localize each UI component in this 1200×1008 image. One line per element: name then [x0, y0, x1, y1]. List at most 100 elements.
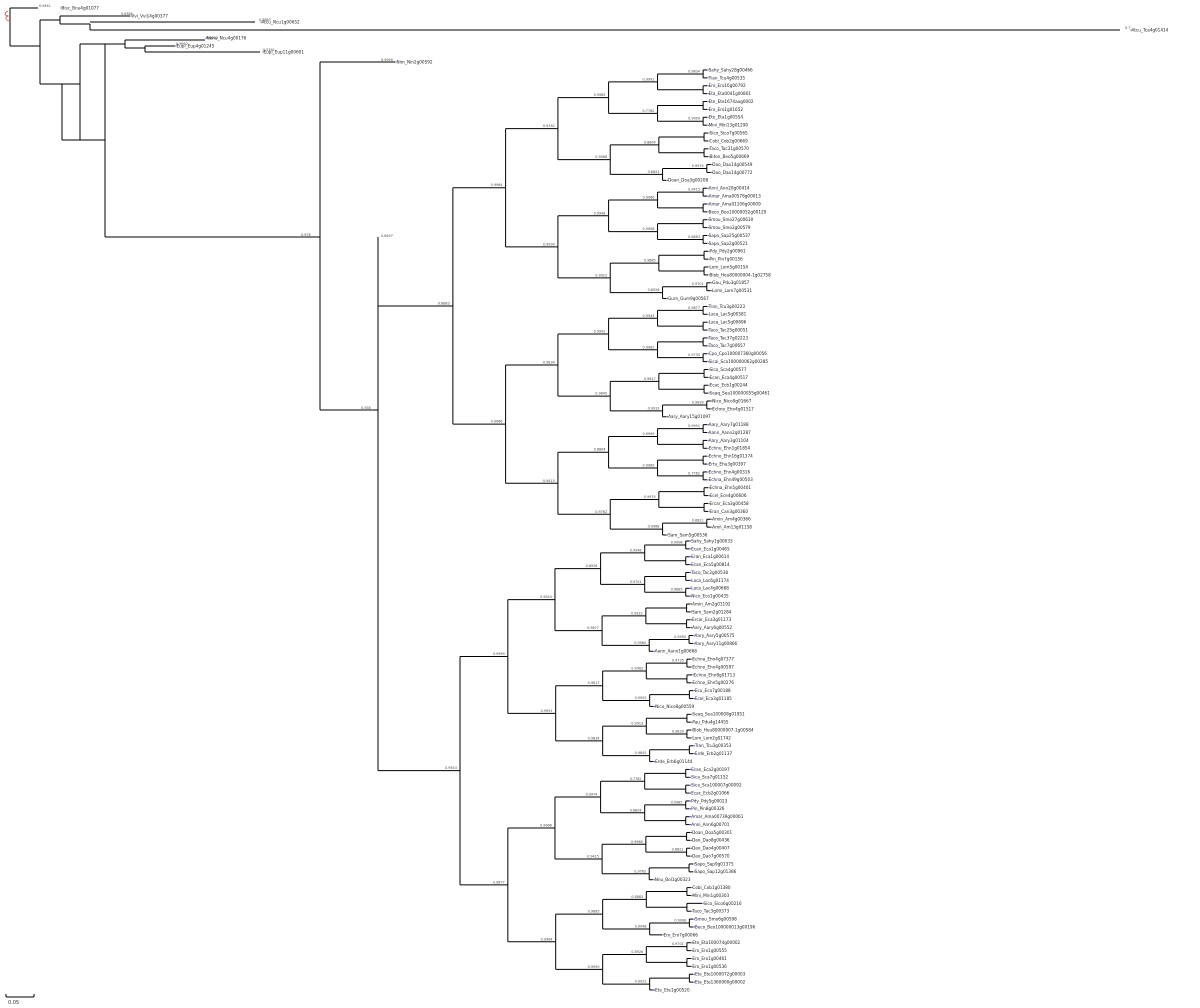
- leaf-node-dot: [691, 666, 693, 668]
- leaf-node-dot: [707, 100, 709, 103]
- leaf-label: Tran_Tcu4g00535: [708, 75, 746, 80]
- leaf-node-dot: [690, 855, 693, 857]
- leaf-node-dot: [690, 540, 692, 542]
- support-value: 0.7762: [688, 471, 700, 475]
- leaf-node-dot: [708, 266, 710, 268]
- leaf-node-dot: [708, 376, 710, 378]
- leaf-label: Dao_Dao14g00549: [712, 162, 752, 167]
- leaf-label: Ertu_Eha3g00397: [709, 461, 747, 466]
- root-marker-icon: [4, 10, 10, 22]
- leaf-label: Aann_Aann1g00668: [655, 649, 698, 654]
- support-value: 0.558: [361, 406, 371, 410]
- leaf-node-dot: [690, 816, 692, 818]
- leaf-node-dot: [691, 965, 693, 967]
- leaf-node-dot: [691, 658, 693, 660]
- leaf-label: Echna_Ehn5g00401: [710, 485, 752, 490]
- support-value: 0.9966: [540, 824, 552, 828]
- leaf-label: Nico_Nico8g00559: [655, 704, 694, 709]
- leaf-label: Sahy_Sahy28g00466: [709, 67, 753, 72]
- leaf-label: Pdy_Pdy5g00023: [691, 798, 727, 803]
- leaf-node-dot: [708, 510, 710, 512]
- leaf-label: Sica_Sca7g01152: [691, 775, 728, 780]
- support-value: 0.9415: [688, 188, 700, 192]
- support-value: 0.9964: [634, 641, 646, 645]
- support-value: 0.9834: [688, 69, 700, 73]
- leaf-node-dot: [711, 408, 713, 410]
- leaf-node-dot: [691, 713, 693, 715]
- leaf-node-dot: [690, 792, 692, 794]
- leaf-node-dot: [690, 611, 693, 613]
- support-value: 0.9913: [631, 722, 643, 726]
- leaf-node-dot: [708, 156, 710, 158]
- leaf-label: Pdy_Pdy2g00961: [710, 249, 746, 254]
- leaf-node-dot: [711, 282, 713, 284]
- support-value: 0.9885: [644, 259, 656, 263]
- leaf-node-dot: [693, 981, 695, 983]
- leaf-node-dot: [654, 705, 656, 708]
- leaf-label: Ete_Eta1g00554: [709, 115, 744, 120]
- support-value: 0.9962: [631, 666, 643, 670]
- leaf-node-dot: [707, 242, 709, 244]
- leaf-label: Aary_Aary7g01188: [709, 422, 749, 427]
- leaf-label: Ero_Ero1g01652: [709, 107, 744, 112]
- leaf-label: Atcu_Ncu1g00652: [262, 19, 301, 24]
- support-value: 0.9762: [595, 510, 607, 514]
- leaf-label: Aann_Aann2g01287: [709, 430, 752, 435]
- leaf-node-dot: [707, 234, 709, 237]
- leaf-label: Pin_Pin7g00156: [710, 257, 744, 262]
- support-value: 0.7762: [630, 777, 642, 781]
- support-value: 0.9992: [635, 696, 647, 700]
- support-value: 0.9735: [672, 659, 684, 663]
- leaf-label: Taco_Tac31g00570: [709, 146, 750, 151]
- leaf-label: Smou_Smo27g00630: [709, 217, 754, 222]
- support-value: 0.9948: [630, 548, 642, 552]
- leaf-label: Ecan_Eca5g00814: [691, 562, 730, 567]
- support-value: 0.9999: [643, 432, 655, 436]
- leaf-node-dot: [693, 753, 695, 755]
- leaf-node-dot: [693, 745, 695, 747]
- leaf-node-dot: [666, 297, 669, 300]
- leaf-label: Eupl_Eup11g00601: [264, 49, 305, 54]
- leaf-label: Pau_Pdu4g14455: [692, 720, 728, 725]
- leaf-node-dot: [691, 729, 693, 731]
- leaf-label: Laca_Lac5g00581: [709, 312, 747, 317]
- leaf-label: Sica_Sca4g00577: [710, 367, 747, 372]
- leaf-node-dot: [707, 305, 709, 308]
- leaf-node-dot: [690, 564, 692, 566]
- leaf-label: Amar_Ama00739g00061: [691, 814, 743, 819]
- leaf-node-dot: [691, 886, 693, 889]
- leaf-node-dot: [707, 353, 709, 355]
- leaf-label: Ero_Ero16g00792: [709, 83, 746, 88]
- leaf-node-dot: [60, 7, 62, 9]
- leaf-node-dot: [708, 274, 710, 276]
- support-value: 0.9543: [540, 595, 552, 599]
- support-value: 0.9692: [176, 42, 188, 46]
- leaf-label: Ero_Ero1g00461: [692, 956, 727, 961]
- support-value: 0.5391: [263, 48, 275, 52]
- leaf-node-dot: [708, 258, 710, 260]
- support-value: 0.9974: [586, 793, 598, 797]
- support-value: 0.9991: [688, 424, 700, 428]
- leaf-label: Dao_Dao7g00570: [692, 853, 730, 858]
- leaf-node-dot: [711, 526, 713, 528]
- support-value: 0.9845: [635, 751, 647, 755]
- support-values: 0.94410.63800.58870.70.68020.96920.53910…: [39, 4, 1130, 984]
- leaf-node-dot: [691, 721, 693, 723]
- support-value: 0.9762: [543, 124, 555, 128]
- support-value: 0.9985: [671, 800, 683, 804]
- leaf-label: Ecan_Eca4g00517: [710, 375, 749, 380]
- support-value: 0.9735: [688, 353, 700, 357]
- leaf-label: Aary_Aary15g01097: [668, 414, 711, 419]
- leaf-node-dot: [653, 879, 655, 881]
- support-value: 0.9877: [688, 306, 700, 310]
- leaf-label: Lom_Lom5g00154: [710, 264, 749, 269]
- support-value: 0.9762: [634, 869, 646, 873]
- leaf-node-dot: [653, 650, 655, 652]
- leaf-label: Dao_Dao4g00407: [692, 846, 730, 851]
- leaf-label: Taco_Tac2g00538: [690, 570, 728, 575]
- support-value: 0.9968: [631, 840, 643, 844]
- leaf-label: Erde_Erb2g01137: [695, 751, 733, 756]
- support-value: 0.9908: [671, 540, 683, 544]
- leaf-node-dot: [691, 910, 693, 912]
- leaf-node-dot: [707, 108, 709, 111]
